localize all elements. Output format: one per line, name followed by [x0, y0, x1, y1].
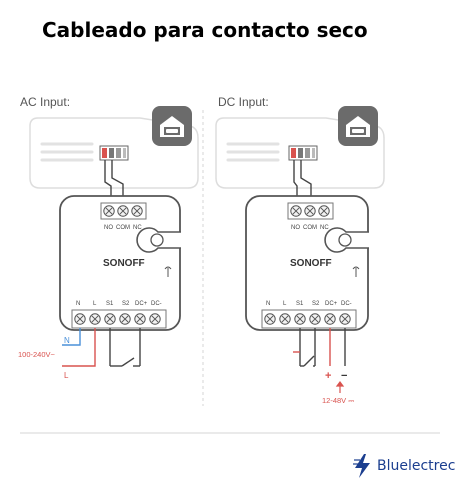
ac-terminal-label-n: N: [76, 301, 80, 307]
garage-icon: [152, 106, 192, 146]
ac-terminal-label-s1: S1: [106, 301, 114, 307]
dc-plus-label: +: [325, 370, 331, 382]
dc-terminal-label-dcminus: DC-: [341, 301, 352, 307]
dc-bottom-screw: [294, 313, 306, 325]
dc-panel: DC Input: NO COM NC SONOFF: [215, 95, 385, 405]
dc-relay-label-nc: NC: [320, 225, 329, 231]
ac-relay-label-no: NO: [104, 225, 113, 231]
dc-switch: [299, 328, 316, 367]
ac-bottom-screw: [119, 313, 131, 325]
ac-switch: [109, 328, 141, 367]
dc-arrow-icon: [335, 381, 345, 393]
dc-keyhole: [324, 227, 369, 253]
dc-wire-com: [300, 160, 312, 204]
dc-keyhole-ring: [338, 233, 352, 247]
ac-voltage-label: 100-240V~: [18, 350, 56, 359]
ac-keyhole-ring: [150, 233, 164, 247]
ac-bottom-screw: [149, 313, 161, 325]
ac-wire-n: [62, 328, 81, 346]
ac-terminal-label-dcminus: DC-: [151, 301, 162, 307]
dc-bottom-screw: [309, 313, 321, 325]
antenna-icon: [352, 266, 360, 277]
dc-voltage-label: 12-48V ⎓: [322, 396, 355, 405]
page-title: Cableado para contacto seco: [42, 18, 368, 42]
lightning-icon: [353, 454, 370, 478]
dc-heading: DC Input:: [218, 95, 269, 109]
ac-wire-l: [62, 328, 96, 367]
ac-wire-com: [111, 160, 124, 204]
dc-ghost-slots: [226, 142, 280, 162]
ac-keyhole: [136, 227, 181, 253]
ac-panel: AC Input: NO COM NC SONOFF: [18, 95, 199, 380]
dc-minus-label: −: [341, 370, 347, 382]
brand-logo: Bluelectrec: [352, 454, 455, 478]
dc-relay-label-com: COM: [303, 225, 317, 231]
ac-heading: AC Input:: [20, 95, 70, 109]
dc-terminal-label-dcplus: DC+: [325, 301, 338, 307]
ac-bottom-screw: [104, 313, 116, 325]
ac-terminal-label-dcplus: DC+: [135, 301, 148, 307]
dc-relay-screw: [290, 205, 302, 217]
dc-bottom-terminal-labels: N L S1 S2 DC+ DC-: [266, 301, 352, 307]
dc-brand-logo: SONOFF: [290, 258, 332, 269]
dc-relay-label-no: NO: [291, 225, 300, 231]
ac-brand-logo: SONOFF: [103, 258, 145, 269]
ac-bottom-screw: [74, 313, 86, 325]
ac-l-label: L: [64, 371, 69, 380]
ac-relay-label-nc: NC: [133, 225, 142, 231]
ac-terminal-label-l: L: [93, 301, 97, 307]
ac-bottom-terminal-labels: N L S1 S2 DC+ DC-: [76, 301, 162, 307]
ac-bottom-screw: [134, 313, 146, 325]
ac-relay-screw: [131, 205, 143, 217]
dc-wire-no: [293, 160, 298, 204]
dc-bottom-screw: [339, 313, 351, 325]
dc-terminal-label-s2: S2: [312, 301, 320, 307]
ac-n-label: N: [64, 336, 70, 345]
dc-bottom-screw: [264, 313, 276, 325]
antenna-icon: [164, 266, 172, 277]
dc-bottom-screw: [279, 313, 291, 325]
dc-terminal-label-l: L: [283, 301, 287, 307]
dc-bottom-screw: [324, 313, 336, 325]
brand-name: Bluelectrec: [377, 458, 456, 474]
dc-relay-screw: [304, 205, 316, 217]
ac-relay-screw: [103, 205, 115, 217]
ac-bottom-screw: [89, 313, 101, 325]
garage-icon: [338, 106, 378, 146]
ac-terminal-label-s2: S2: [122, 301, 130, 307]
dc-terminal-label-n: N: [266, 301, 270, 307]
ac-relay-label-com: COM: [116, 225, 130, 231]
ac-opener-terminal: [99, 145, 129, 161]
ac-ghost-slots: [40, 142, 94, 162]
ac-wire-no: [104, 160, 112, 204]
dc-relay-screw: [318, 205, 330, 217]
dc-terminal-label-s1: S1: [296, 301, 304, 307]
dc-opener-terminal: [288, 145, 318, 161]
ac-relay-screw: [117, 205, 129, 217]
